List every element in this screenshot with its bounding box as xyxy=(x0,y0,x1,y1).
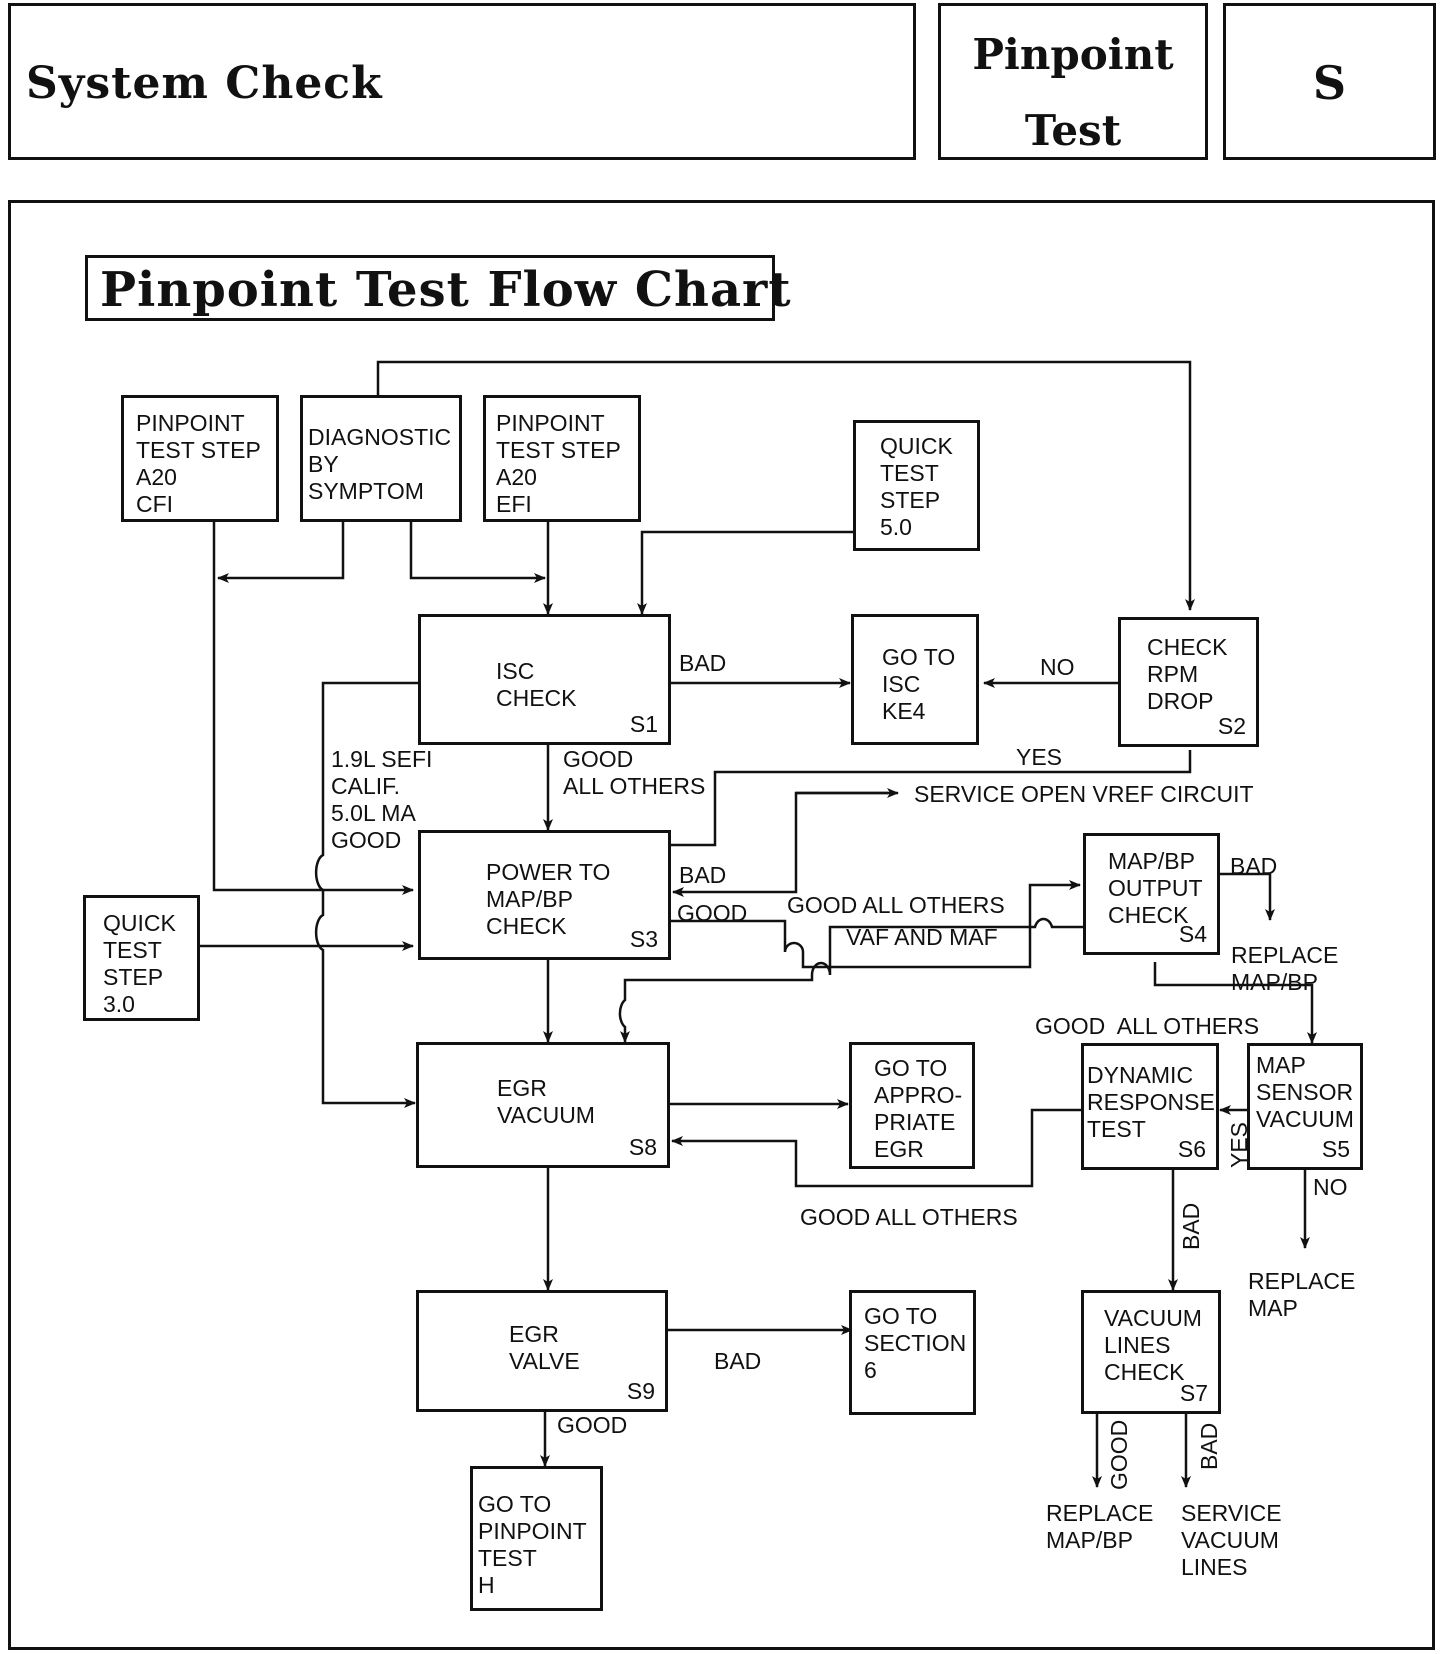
label-variant-good: 1.9L SEFI CALIF. 5.0L MA GOOD xyxy=(331,746,433,853)
header-letter-box: S xyxy=(1223,3,1436,160)
step-id: S5 xyxy=(1321,1136,1350,1162)
box-text: EGR VACUUM xyxy=(497,1075,595,1128)
chart-frame xyxy=(8,200,1435,1650)
box-s9-egr-valve[interactable]: EGR VALVE S9 xyxy=(416,1290,668,1412)
box-s4-map-bp-output[interactable]: MAP/BP OUTPUT CHECK S4 xyxy=(1083,833,1220,955)
box-s1-isc-check[interactable]: ISC CHECK S1 xyxy=(418,614,671,745)
header-section-letter: S xyxy=(1312,56,1347,110)
label-s7-bad: BAD xyxy=(1196,1422,1222,1470)
box-pinpoint-a20-cfi[interactable]: PINPOINT TEST STEP A20 CFI xyxy=(121,395,279,522)
box-text: GO TO SECTION 6 xyxy=(864,1303,967,1383)
box-text: DIAGNOSTIC BY SYMPTOM xyxy=(308,424,452,504)
label-s7-good: GOOD xyxy=(1106,1419,1132,1490)
box-text: GO TO APPRO- PRIATE EGR xyxy=(874,1055,963,1162)
chart-title: Pinpoint Test Flow Chart xyxy=(100,262,792,318)
label-s3-bad: BAD xyxy=(679,862,727,888)
box-pinpoint-a20-efi[interactable]: PINPOINT TEST STEP A20 EFI xyxy=(483,395,641,522)
label-s3-good: GOOD xyxy=(677,900,748,926)
label-s9-good: GOOD xyxy=(557,1412,628,1438)
box-go-to-pinpoint-test-h[interactable]: GO TO PINPOINT TEST H xyxy=(470,1466,603,1611)
box-s8-egr-vacuum[interactable]: EGR VACUUM S8 xyxy=(416,1042,670,1168)
box-diagnostic-by-symptom[interactable]: DIAGNOSTIC BY SYMPTOM xyxy=(300,395,462,522)
step-id: S9 xyxy=(626,1378,655,1404)
box-text: CHECK RPM DROP xyxy=(1147,634,1228,714)
box-text: QUICK TEST STEP 5.0 xyxy=(880,433,953,540)
label-s1-good-all-others: GOOD ALL OTHERS xyxy=(563,746,706,799)
label-s6-bad: BAD xyxy=(1178,1202,1204,1250)
step-id: S1 xyxy=(629,711,658,737)
box-go-to-appropriate-egr[interactable]: GO TO APPRO- PRIATE EGR xyxy=(849,1042,975,1169)
header-section-line-1: Pinpoint xyxy=(972,30,1174,79)
connector-s4-to-s8 xyxy=(618,917,1083,1043)
header-section-line-2: Test xyxy=(1024,106,1122,155)
step-id: S3 xyxy=(629,926,658,952)
label-service-vacuum-lines: SERVICE VACUUM LINES xyxy=(1181,1500,1282,1580)
label-s9-bad: BAD xyxy=(714,1348,762,1374)
label-s4-good-all-others: GOOD ALL OTHERS xyxy=(1035,1013,1260,1039)
box-text: POWER TO MAP/BP CHECK xyxy=(486,859,611,939)
label-s5-yes: YES xyxy=(1226,1121,1252,1168)
connector-diag-left xyxy=(217,522,345,583)
label-s5-no: NO xyxy=(1313,1174,1348,1200)
label-s4-bad: BAD xyxy=(1230,853,1278,879)
box-text: PINPOINT TEST STEP A20 EFI xyxy=(496,410,621,517)
box-text: GO TO ISC KE4 xyxy=(882,644,956,724)
box-text: DYNAMIC RESPONSE TEST xyxy=(1087,1062,1215,1142)
chart-title-box: Pinpoint Test Flow Chart xyxy=(85,255,791,321)
connector-cfi-to-s3 xyxy=(212,522,414,895)
header-title: System Check xyxy=(26,58,383,109)
box-go-to-section-6[interactable]: GO TO SECTION 6 xyxy=(849,1290,976,1415)
connector-s3-good xyxy=(671,880,1081,969)
label-s2-no: NO xyxy=(1040,654,1075,680)
box-text: MAP SENSOR VACUUM xyxy=(1256,1052,1354,1132)
label-service-open-vref: SERVICE OPEN VREF CIRCUIT xyxy=(914,781,1254,807)
label-s6-good-all-others: GOOD ALL OTHERS xyxy=(800,1204,1018,1230)
connector-s1-to-s8 xyxy=(314,681,418,1108)
step-id: S4 xyxy=(1178,921,1207,947)
box-quick-test-3-0[interactable]: QUICK TEST STEP 3.0 xyxy=(83,895,200,1021)
box-s5-map-sensor-vacuum[interactable]: MAP SENSOR VACUUM S5 xyxy=(1247,1043,1363,1170)
box-text: EGR VALVE xyxy=(509,1321,580,1374)
box-text: QUICK TEST STEP 3.0 xyxy=(103,910,176,1017)
box-text: GO TO PINPOINT TEST H xyxy=(478,1491,587,1598)
label-replace-map-bp-2: REPLACE MAP/BP xyxy=(1046,1500,1154,1553)
box-text: ISC CHECK xyxy=(496,658,577,711)
box-quick-test-5-0[interactable]: QUICK TEST STEP 5.0 xyxy=(853,420,980,551)
label-replace-map: REPLACE MAP xyxy=(1248,1268,1356,1321)
connector-s4-bad xyxy=(1217,872,1275,921)
step-id: S2 xyxy=(1217,713,1246,739)
box-go-to-isc-ke4[interactable]: GO TO ISC KE4 xyxy=(851,614,979,745)
label-good-all-others-s3: GOOD ALL OTHERS xyxy=(787,892,1005,918)
connector-diag-right xyxy=(409,522,546,583)
box-text: PINPOINT TEST STEP A20 CFI xyxy=(136,410,261,517)
connector-diag-to-s2 xyxy=(376,360,1195,611)
box-text: MAP/BP OUTPUT CHECK xyxy=(1108,848,1203,928)
header-section-box: Pinpoint Test xyxy=(938,3,1208,160)
step-id: S6 xyxy=(1177,1136,1206,1162)
label-replace-map-bp-1: REPLACE MAP/BP xyxy=(1231,942,1339,995)
connector-s6-to-s8 xyxy=(671,1108,1083,1188)
step-id: S7 xyxy=(1179,1380,1208,1406)
connector-s4-to-s5 xyxy=(1153,962,1317,1044)
connector-s2-yes xyxy=(671,750,1192,847)
label-s1-bad: BAD xyxy=(679,650,727,676)
box-s2-check-rpm-drop[interactable]: CHECK RPM DROP S2 xyxy=(1118,617,1259,747)
label-vaf-and-maf: VAF AND MAF xyxy=(846,924,998,950)
connector-qt50-to-s1 xyxy=(637,530,853,615)
step-id: S8 xyxy=(628,1134,657,1160)
label-s2-yes: YES xyxy=(1016,744,1063,770)
box-s3-power-to-map-bp[interactable]: POWER TO MAP/BP CHECK S3 xyxy=(418,830,671,960)
box-s7-vacuum-lines[interactable]: VACUUM LINES CHECK S7 xyxy=(1081,1290,1221,1414)
box-s6-dynamic-response[interactable]: DYNAMIC RESPONSE TEST S6 xyxy=(1081,1043,1219,1170)
box-text: VACUUM LINES CHECK xyxy=(1104,1305,1202,1385)
header-title-box: System Check xyxy=(8,3,916,160)
